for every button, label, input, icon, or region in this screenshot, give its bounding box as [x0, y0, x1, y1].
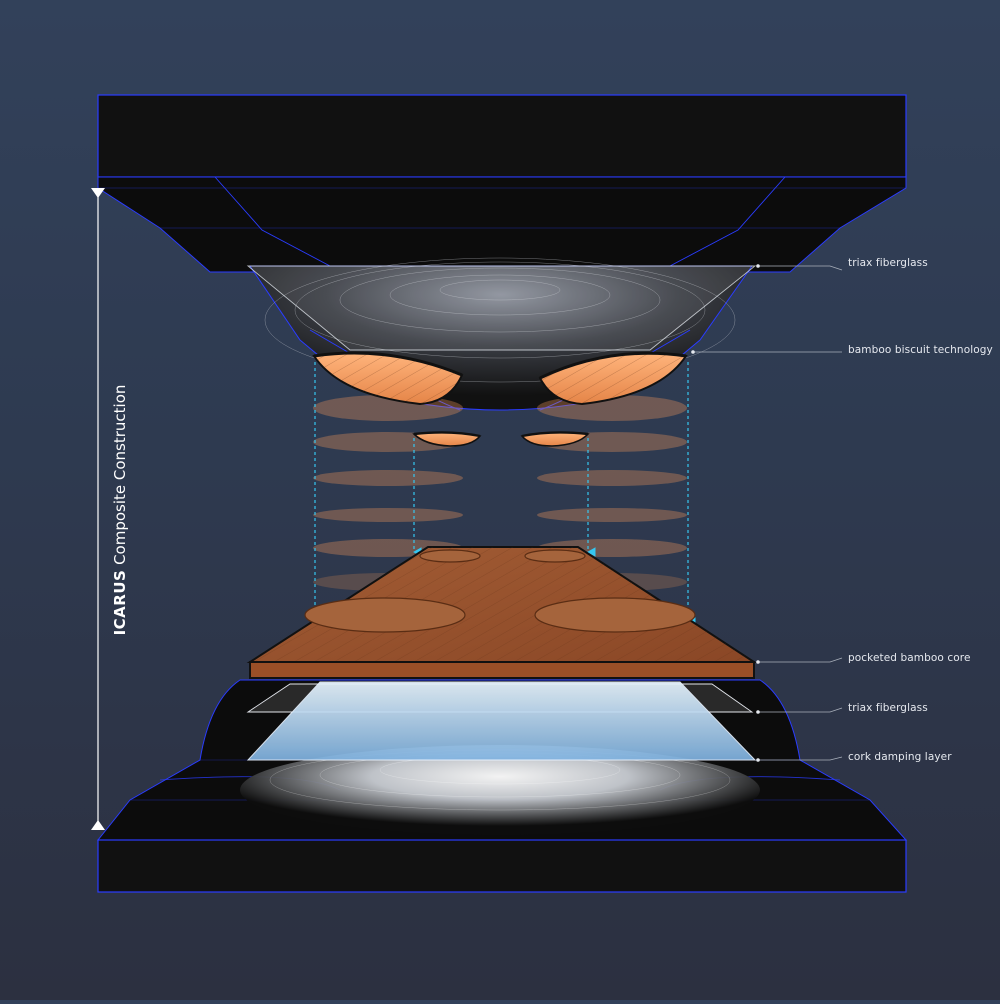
label-cork-damping-layer: cork damping layer	[848, 751, 952, 763]
vertical-title: ICARUS Composite Construction	[111, 385, 129, 636]
cork-damping-layer	[246, 681, 757, 761]
triax-fiberglass-top-sheet	[246, 265, 757, 351]
label-triax-fiberglass-bottom: triax fiberglass	[848, 702, 928, 714]
height-dimension	[91, 188, 105, 830]
biscuit-large-left	[312, 351, 464, 406]
biscuit-large-right	[538, 351, 688, 406]
label-bamboo-biscuit-technology: bamboo biscuit technology	[848, 344, 993, 356]
top-mold-block	[97, 94, 907, 411]
pocketed-bamboo-core	[246, 546, 758, 679]
callout-leaders	[691, 264, 843, 762]
title-rest: Composite Construction	[111, 384, 129, 570]
leader-cork	[758, 756, 843, 761]
biscuit-small-right	[520, 431, 590, 447]
label-pocketed-bamboo-core: pocketed bamboo core	[848, 652, 971, 664]
title-brand: ICARUS	[111, 569, 129, 636]
placement-arrows	[314, 362, 696, 627]
leader-triax-top	[758, 265, 843, 271]
label-triax-fiberglass-top: triax fiberglass	[848, 257, 928, 269]
leader-triax-bottom	[758, 707, 843, 713]
biscuit-small-left	[412, 431, 482, 447]
leader-pocketed-core	[758, 657, 843, 663]
